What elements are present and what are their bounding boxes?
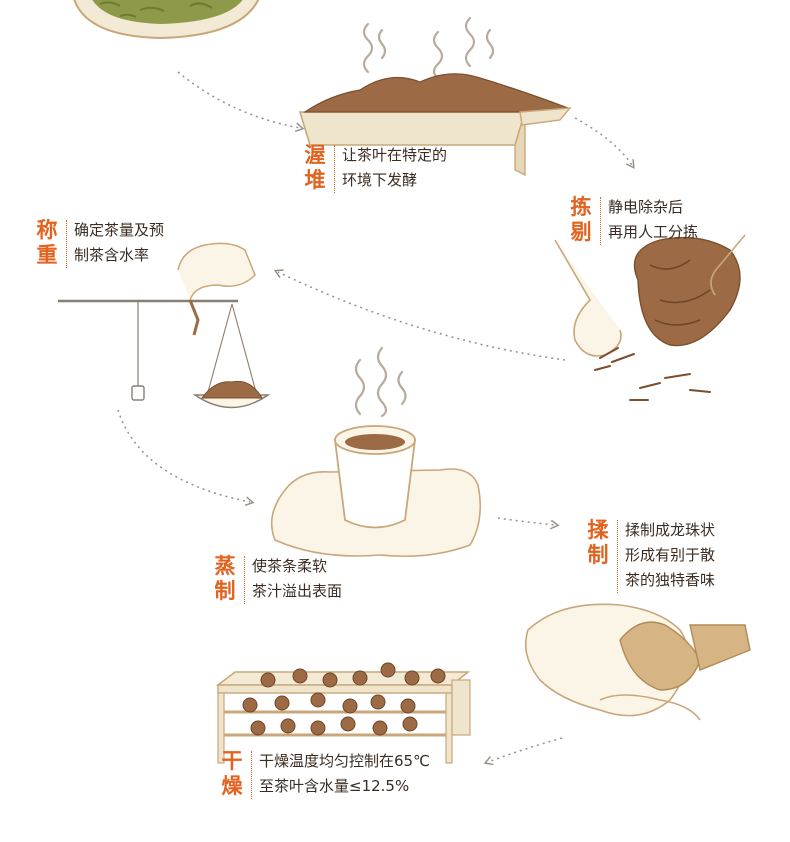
steaming-cup-illustration xyxy=(270,346,481,557)
step-title: 蒸制 xyxy=(214,554,236,603)
step-description: 确定茶量及预制茶含水率 xyxy=(74,221,165,264)
fermentation-pile-illustration xyxy=(298,16,572,177)
step-divider xyxy=(334,145,335,193)
arrow-to-ganzao xyxy=(483,737,563,766)
step-divider xyxy=(617,520,618,593)
tea-balls xyxy=(242,662,446,736)
rolling-hands-illustration xyxy=(524,603,751,721)
step-divider xyxy=(600,197,601,245)
arrow-to-chengzhong xyxy=(273,269,566,361)
arrow-to-jianbie xyxy=(574,117,635,169)
arrow-to-rouzhi xyxy=(497,517,560,530)
balance-scale-illustration xyxy=(58,242,271,409)
step-divider xyxy=(66,220,67,268)
step-chengzhong: 称重 确定茶量及预制茶含水率 xyxy=(35,218,164,268)
step-title: 揉制 xyxy=(587,518,609,567)
step-description: 使茶条柔软茶汁溢出表面 xyxy=(252,557,343,600)
step-zhengzhi: 蒸制 使茶条柔软茶汁溢出表面 xyxy=(213,554,342,604)
step-description: 静电除杂后再用人工分拣 xyxy=(608,198,699,241)
steam-lines xyxy=(362,16,495,80)
withered-tea-basket xyxy=(73,0,260,40)
arrow-to-zhengzhi xyxy=(117,409,255,506)
step-title: 渥堆 xyxy=(304,143,326,192)
step-title: 拣剔 xyxy=(570,195,592,244)
step-jianbie: 拣剔 静电除杂后再用人工分拣 xyxy=(569,195,698,245)
step-divider xyxy=(251,751,252,799)
step-divider xyxy=(244,556,245,604)
drying-rack-illustration xyxy=(215,662,471,764)
flow-arrows xyxy=(117,71,635,766)
step-description: 揉制成龙珠状形成有别于散茶的独特香味 xyxy=(625,521,716,589)
arrow-to-wodui xyxy=(177,71,305,133)
step-description: 让茶叶在特定的环境下发酵 xyxy=(342,146,448,189)
step-rouzhi: 揉制 揉制成龙珠状形成有别于散茶的独特香味 xyxy=(586,518,715,593)
step-title: 称重 xyxy=(36,218,58,267)
step-wodui: 渥堆 让茶叶在特定的环境下发酵 xyxy=(303,143,447,193)
hand-sorting-illustration xyxy=(554,234,746,401)
step-title: 干燥 xyxy=(221,749,243,798)
